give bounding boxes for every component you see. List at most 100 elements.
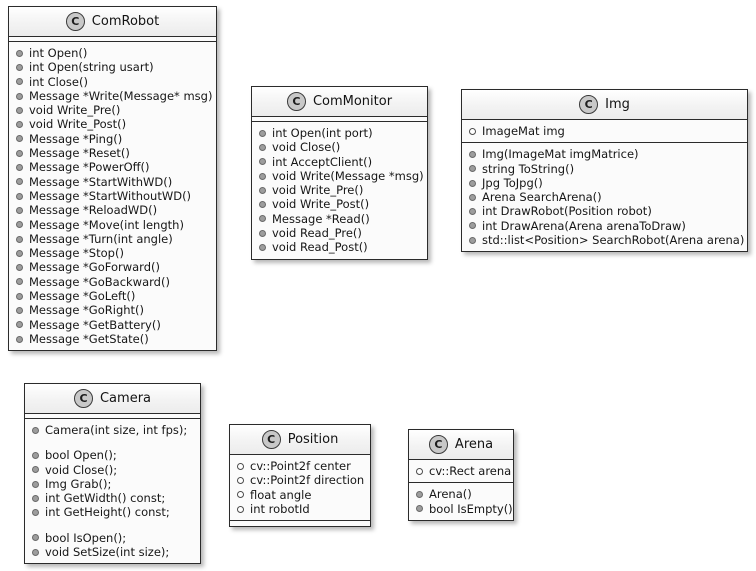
public-attribute-icon xyxy=(469,127,476,135)
member-label: Message *GetBattery() xyxy=(29,317,161,332)
method-row: int GetWidth() const; xyxy=(25,491,200,505)
class-stereotype-icon: C xyxy=(73,389,93,408)
class-box-arena[interactable]: C Arena cv::Rect arena Arena()bool IsEmp… xyxy=(408,429,514,521)
method-row: Message *ReloadWD() xyxy=(9,203,216,217)
method-row: Message *Reset() xyxy=(9,146,216,160)
method-row: Message *StartWithoutWD() xyxy=(9,189,216,203)
member-label: Arena SearchArena() xyxy=(482,190,602,205)
member-label: Message *GetState() xyxy=(29,331,149,346)
method-row: void Write_Post() xyxy=(252,197,427,211)
public-method-icon xyxy=(259,172,266,180)
method-row: void Close() xyxy=(252,140,427,154)
method-row: Img Grab(); xyxy=(25,477,200,491)
method-row: int DrawRobot(Position robot) xyxy=(462,204,747,218)
attributes-compartment-commonitor xyxy=(252,117,427,122)
member-label: void SetSize(int size); xyxy=(45,545,170,560)
class-header-position: C Position xyxy=(230,425,370,455)
public-method-icon xyxy=(32,426,39,434)
public-method-icon xyxy=(259,186,266,194)
member-label: Arena() xyxy=(429,487,472,502)
methods-compartment-img: Img(ImageMat imgMatrice)string ToString(… xyxy=(462,143,747,252)
attribute-row: int robotId xyxy=(230,502,370,516)
method-row: void Read_Post() xyxy=(252,240,427,254)
method-row: int DrawArena(Arena arenaToDraw) xyxy=(462,219,747,233)
member-label: int Close() xyxy=(29,74,88,89)
public-method-icon xyxy=(469,236,476,244)
public-method-icon xyxy=(16,235,23,243)
method-row: Message *StartWithWD() xyxy=(9,175,216,189)
public-method-icon xyxy=(416,490,423,498)
member-label: int DrawRobot(Position robot) xyxy=(482,204,652,219)
member-label: void Read_Post() xyxy=(272,240,368,255)
member-label: void Write_Pre() xyxy=(29,103,121,118)
method-row: Img(ImageMat imgMatrice) xyxy=(462,147,747,161)
public-method-icon xyxy=(16,321,23,329)
member-label: Message *Reset() xyxy=(29,146,130,161)
public-method-icon xyxy=(16,221,23,229)
attributes-compartment-img: ImageMat img xyxy=(462,120,747,144)
public-method-icon xyxy=(16,164,23,172)
class-title: Img xyxy=(605,97,630,112)
method-row: Message *GoLeft() xyxy=(9,289,216,303)
member-label: bool IsOpen(); xyxy=(45,530,127,545)
public-method-icon xyxy=(416,505,423,513)
methods-compartment-comrobot: int Open()int Open(string usart)int Clos… xyxy=(9,42,216,351)
public-method-icon xyxy=(469,208,476,216)
method-row: Message *Read() xyxy=(252,212,427,226)
method-row: void Write_Post() xyxy=(9,117,216,131)
attribute-row: ImageMat img xyxy=(462,124,747,138)
member-label: bool Open(); xyxy=(45,448,117,463)
member-label: Img(ImageMat imgMatrice) xyxy=(482,147,639,162)
methods-compartment-arena: Arena()bool IsEmpty() xyxy=(409,483,513,520)
public-method-icon xyxy=(16,149,23,157)
class-header-commonitor: C ComMonitor xyxy=(252,87,427,117)
member-label: float angle xyxy=(250,487,312,502)
class-stereotype-icon: C xyxy=(428,435,448,454)
member-label: Camera(int size, int fps); xyxy=(45,423,188,437)
member-label: int GetHeight() const; xyxy=(45,505,170,520)
member-label: int AcceptClient() xyxy=(272,154,373,169)
public-method-icon xyxy=(16,249,23,257)
class-box-commonitor[interactable]: C ComMonitor int Open(int port)void Clos… xyxy=(251,86,428,260)
method-row: Message *Turn(int angle) xyxy=(9,232,216,246)
class-stereotype-icon: C xyxy=(65,12,85,31)
public-method-icon xyxy=(32,466,39,474)
member-label: Message *GoRight() xyxy=(29,303,145,318)
member-label: void Write_Post() xyxy=(272,197,370,212)
public-attribute-icon xyxy=(416,467,423,475)
method-row: Message *Write(Message* msg) xyxy=(9,89,216,103)
public-method-icon xyxy=(259,143,266,151)
public-method-icon xyxy=(16,135,23,143)
member-label: Message *PowerOff() xyxy=(29,160,150,175)
method-row: Message *Ping() xyxy=(9,132,216,146)
method-row: std::list<Position> SearchRobot(Arena ar… xyxy=(462,233,747,247)
member-label: Message *StartWithWD() xyxy=(29,174,173,189)
method-row: Message *GoRight() xyxy=(9,303,216,317)
public-method-icon xyxy=(16,192,23,200)
method-row: Message *GetState() xyxy=(9,332,216,346)
public-method-icon xyxy=(16,292,23,300)
member-spacer xyxy=(25,437,200,448)
member-label: Message *Read() xyxy=(272,211,370,226)
public-attribute-icon xyxy=(237,476,244,484)
public-method-icon xyxy=(16,121,23,129)
public-method-icon xyxy=(16,335,23,343)
public-method-icon xyxy=(259,201,266,209)
member-label: Message *Move(int length) xyxy=(29,217,184,232)
method-row: void Write(Message *msg) xyxy=(252,169,427,183)
class-box-img[interactable]: C Img ImageMat img Img(ImageMat imgMatri… xyxy=(461,89,748,253)
class-box-camera[interactable]: C Camera Camera(int size, int fps);bool … xyxy=(24,383,201,565)
member-label: std::list<Position> SearchRobot(Arena ar… xyxy=(482,233,745,248)
public-method-icon xyxy=(32,548,39,556)
member-label: int Open(int port) xyxy=(272,126,373,140)
class-box-comrobot[interactable]: C ComRobot int Open()int Open(string usa… xyxy=(8,6,217,352)
member-label: int DrawArena(Arena arenaToDraw) xyxy=(482,218,686,233)
member-label: void Write_Pre() xyxy=(272,183,364,198)
member-label: void Close() xyxy=(272,140,341,155)
public-method-icon xyxy=(16,92,23,100)
public-method-icon xyxy=(16,178,23,186)
class-title: ComRobot xyxy=(91,14,160,29)
class-stereotype-icon: C xyxy=(579,95,599,114)
